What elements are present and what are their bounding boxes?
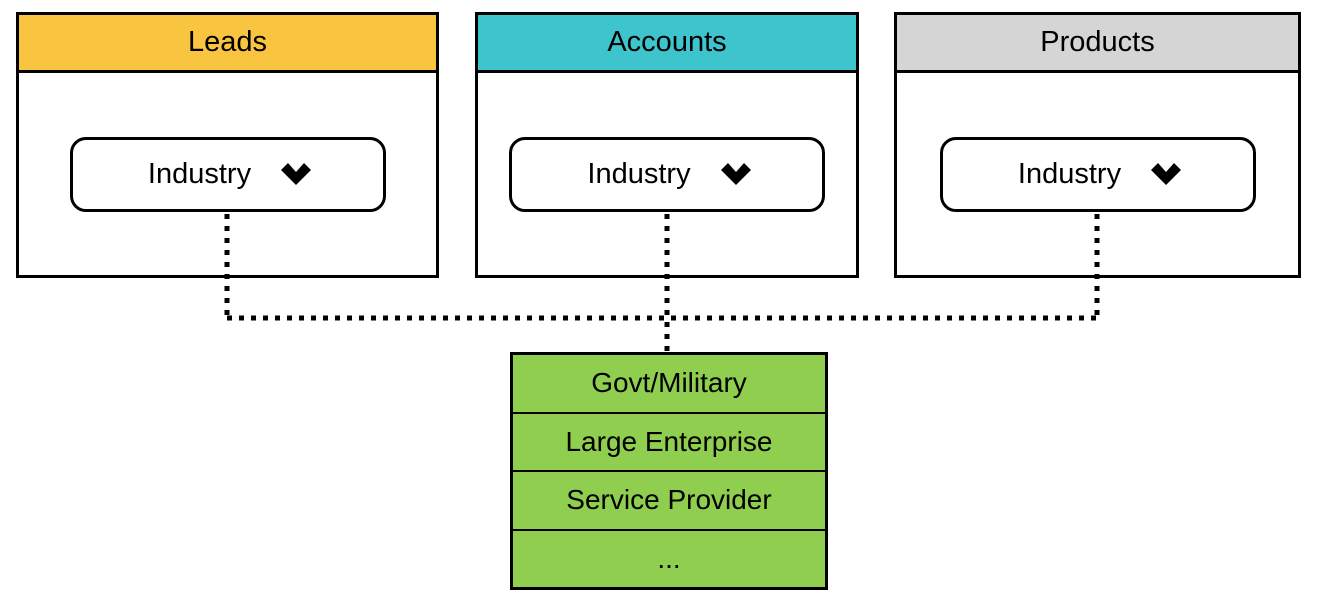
choice-list: Govt/Military Large Enterprise Service P… [510,352,828,590]
chevron-down-icon [719,163,753,185]
panel-title: Leads [187,26,267,58]
panel-header: Leads [19,15,436,73]
dropdown-label: Industry [1017,157,1122,190]
panel-body: Industry [478,73,856,275]
dropdown-label: Industry [147,157,252,190]
dropdown-label: Industry [587,157,691,190]
industry-dropdown[interactable]: Industry [509,136,825,212]
panel-title: Accounts [607,26,727,58]
choice-list-item: Large Enterprise [513,414,825,472]
industry-dropdown[interactable]: Industry [939,136,1256,212]
panel-header: Products [897,15,1298,73]
entity-panel-leads: Leads Industry [16,12,439,278]
panel-header: Accounts [478,15,856,73]
choice-list-item: ... [657,542,681,574]
panel-body: Industry [897,73,1298,275]
entity-panel-products: Products Industry [894,12,1301,278]
industry-dropdown[interactable]: Industry [69,136,386,212]
chevron-down-icon [1149,163,1183,185]
entity-panel-accounts: Accounts Industry [475,12,859,278]
chevron-down-icon [279,163,313,185]
panel-title: Products [1040,26,1155,58]
choice-list-item: Govt/Military [513,355,825,414]
choice-list-item: Service Provider [513,472,825,531]
panel-body: Industry [19,73,436,275]
